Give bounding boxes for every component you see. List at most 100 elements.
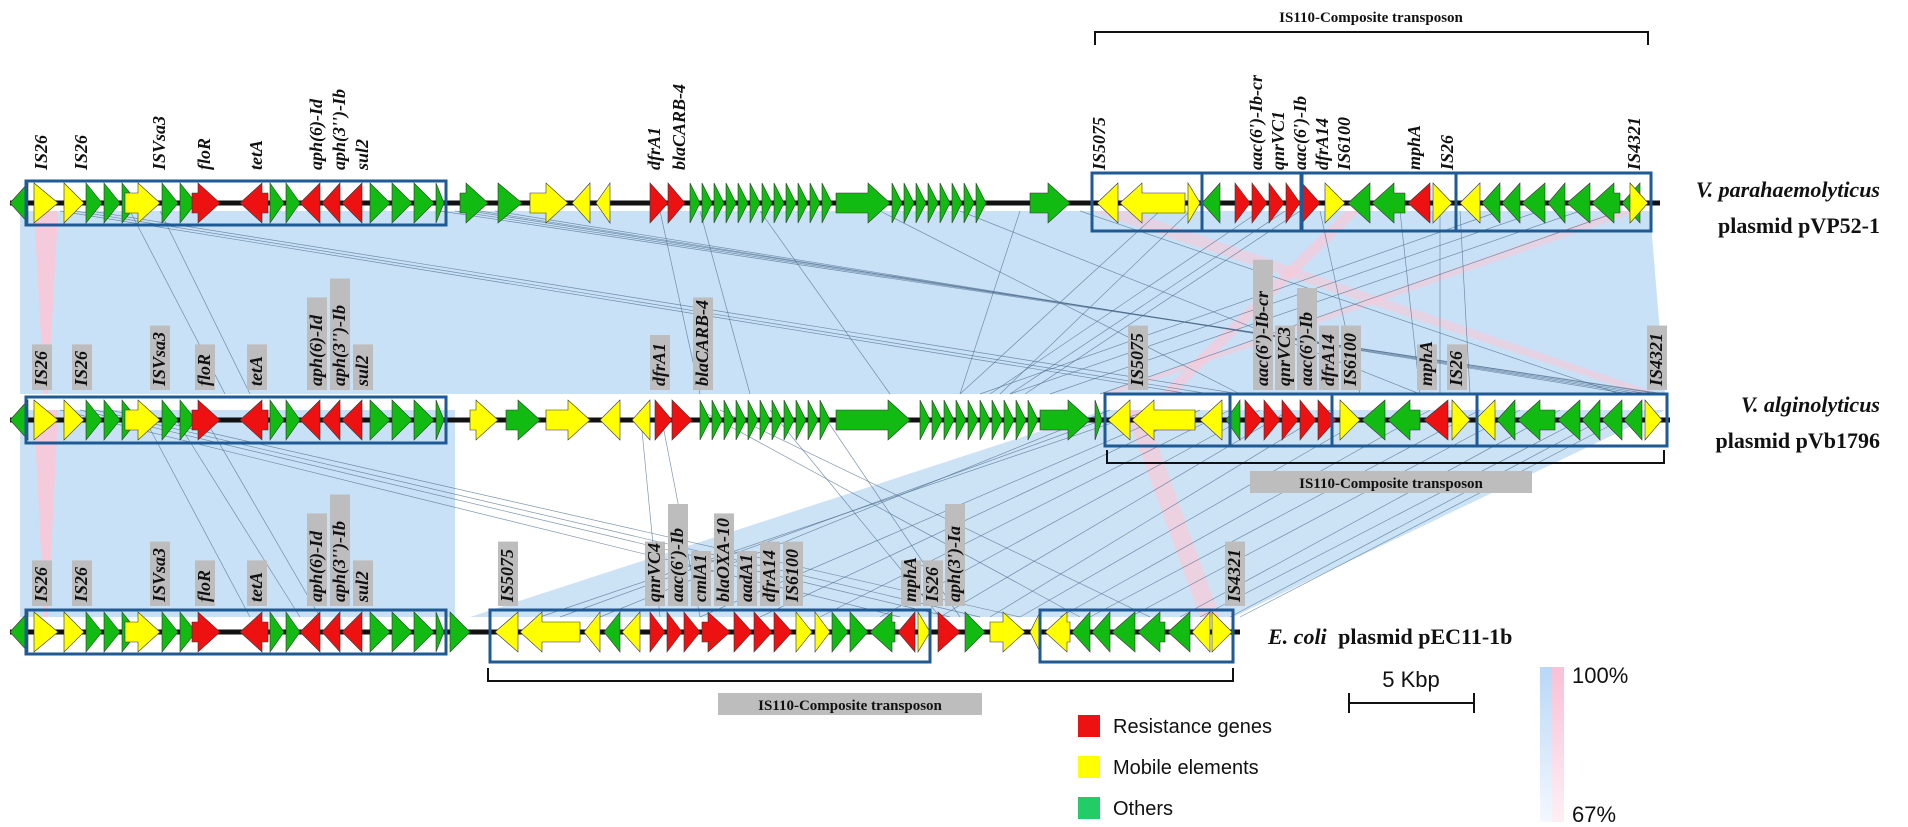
gene-arrow (1299, 399, 1317, 441)
plasmid-label-3: E. coli plasmid pEC11-1b (1267, 624, 1512, 649)
gene-label: dfrA14 (759, 541, 780, 606)
gene-label-text: IS26 (922, 567, 942, 603)
gene-label: qnrVC3 (1274, 325, 1295, 390)
homology-region (34, 410, 58, 617)
gene-label-text: tetA (246, 572, 266, 602)
gene-label: IS26 (1446, 344, 1467, 390)
gene-arrow (773, 611, 793, 653)
region-box (1038, 608, 1235, 664)
legend-swatch-resistance (1078, 715, 1100, 737)
gene-label-bg (760, 541, 780, 606)
gene-arrow (943, 399, 955, 441)
gene-arrow (1244, 399, 1263, 441)
gene-label-text: blaOXA-10 (713, 518, 733, 602)
homology-link (1399, 210, 1421, 395)
gene-arrow (1557, 399, 1581, 441)
gene-label: IS26 (1437, 135, 1457, 171)
gene-label: IS26 (31, 135, 51, 171)
gene-arrow (1251, 182, 1268, 224)
gene-arrow (1167, 611, 1191, 653)
gene-arrow (1623, 399, 1643, 441)
region-box (24, 608, 448, 656)
gene-arrow (991, 399, 1003, 441)
transposon-label-top: IS110-Composite transposon (1279, 10, 1463, 26)
homology-region (1100, 211, 1640, 394)
homology-link (539, 409, 1151, 618)
plasmid-label-1: V. parahaemolyticus plasmid pVP52-1 (1696, 177, 1880, 238)
gene-arrow (435, 182, 445, 224)
gene-arrow (699, 399, 711, 441)
gene-label-text: aac(6')-Ib (667, 528, 688, 602)
gene-label-text: qnrVC4 (644, 543, 664, 602)
gene-label: ISVsa3 (149, 325, 170, 390)
gene-label: IS26 (31, 560, 52, 606)
transposon-bracket-bottom: IS110-Composite transposon (487, 668, 1234, 715)
gene-label-bg (247, 560, 267, 606)
gene-arrow (341, 611, 363, 653)
gene-arrow (1481, 182, 1501, 224)
gene-arrow (413, 611, 435, 653)
gene-arrow (1199, 399, 1223, 441)
legend: Resistance genes Mobile elements Others (1078, 715, 1272, 820)
gene-label: dfrA1 (644, 127, 664, 170)
gene-arrow (191, 182, 221, 224)
gene-arrow (713, 182, 725, 224)
gene-arrow (785, 182, 797, 224)
gene-arrow (1387, 399, 1421, 441)
gene-label-text: dfrA14 (1312, 118, 1332, 170)
region-box (1475, 392, 1669, 448)
gene-label-text: cmlA1 (690, 554, 710, 602)
gene-arrow (1339, 399, 1361, 441)
gene-label-text: aac(6')-Ib (1290, 96, 1311, 170)
gene-label: aac(6')-Ib (1296, 288, 1317, 390)
gene-arrow (9, 182, 29, 224)
gene-label-bg (1297, 288, 1317, 390)
gene-arrow (1225, 399, 1241, 441)
gene-arrow (1581, 399, 1601, 441)
gene-label-text: aph(3'')-Ib (329, 521, 350, 602)
gene-arrow (667, 182, 686, 224)
gene-arrow (671, 399, 693, 441)
gene-arrow (85, 182, 103, 224)
gene-arrow (903, 182, 915, 224)
gene-label-bg (307, 297, 327, 390)
gene-arrow (701, 611, 731, 653)
gene-label-bg (945, 504, 965, 606)
gene-label: floR (194, 138, 214, 170)
gene-label-bg (195, 560, 215, 606)
gene-arrow (124, 611, 161, 653)
homology-link (59, 210, 1191, 395)
gene-label: aph(3'')-Ib (329, 494, 350, 606)
gene-label: aadA1 (736, 551, 757, 606)
gene-arrow (1317, 399, 1337, 441)
gene-arrow (63, 611, 85, 653)
gene-label: floR (194, 560, 215, 606)
gene-label-bg (693, 297, 713, 390)
identity-max-label: 100% (1572, 663, 1628, 688)
homology-hairlines (59, 210, 1666, 618)
gene-arrow (1432, 182, 1453, 224)
gene-label-text: IS26 (1446, 351, 1466, 387)
gene-arrow (1268, 182, 1285, 224)
plasmid-track-pVb1796 (9, 399, 1670, 441)
gene-label: sul2 (352, 344, 373, 390)
gene-arrow (1629, 182, 1649, 224)
gene-label: IS5075 (1127, 325, 1148, 390)
gene-arrow (239, 611, 269, 653)
gene-arrow (964, 611, 986, 653)
gene-label-bg (32, 344, 52, 390)
gene-label-bg (737, 551, 757, 606)
gene-arrow (529, 182, 569, 224)
gene-label-bg (691, 551, 711, 606)
gene-label: blaCARB-4 (692, 297, 713, 390)
gene-label: IS4321 (1224, 541, 1245, 606)
gene-arrow (771, 399, 783, 441)
gene-label-text: aph(3')-Ia (944, 526, 965, 602)
gene-label-bg (650, 335, 670, 390)
gene-arrow (654, 399, 673, 441)
gene-arrow (369, 399, 391, 441)
gene-arrow (1324, 182, 1346, 224)
gene-arrow (761, 182, 773, 224)
gene-label-text: dfrA1 (649, 343, 669, 386)
homology-link (1009, 210, 1541, 395)
